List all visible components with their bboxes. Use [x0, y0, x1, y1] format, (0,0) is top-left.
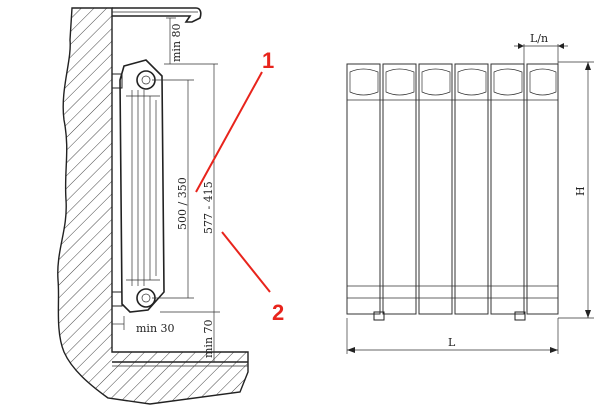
l-label: L [448, 336, 456, 349]
h-label: H [574, 186, 587, 196]
front-view: L/n H L [346, 32, 594, 354]
wall-section [57, 7, 249, 405]
min30-label: min 30 [136, 322, 175, 335]
floor-screed [112, 361, 248, 367]
dim-min80: min 80 [164, 17, 218, 65]
top-collars [347, 68, 558, 101]
dim-500-350: 500 / 350 [152, 79, 194, 299]
radiator-sections [346, 63, 559, 315]
dim-min30: min 30 [112, 316, 175, 335]
top-bracket-icon [111, 73, 123, 89]
dim-min70: min 70 [202, 312, 220, 363]
ln-label: L/n [530, 32, 548, 45]
dim-577-415: 577 - 415 [160, 64, 220, 313]
dim-ln: L/n [514, 32, 568, 64]
dim-h: H [558, 61, 594, 319]
callout-1: 1 [262, 48, 274, 73]
dim-l: L [346, 318, 559, 354]
bottom-bracket-icon [111, 291, 123, 307]
min70-label: min 70 [202, 319, 215, 358]
callout-1-leader [195, 71, 263, 193]
radiator-side-profile [111, 59, 165, 313]
min80-label: min 80 [170, 23, 183, 62]
window-sill [112, 7, 202, 23]
left-foot-icon [373, 311, 385, 321]
h500-label: 500 / 350 [176, 177, 189, 230]
right-foot-icon [514, 311, 526, 321]
callout-2: 2 [272, 300, 284, 325]
h577-label: 577 - 415 [202, 181, 215, 234]
bottom-collars [347, 285, 558, 299]
side-view: min 80 500 / 350 577 - 415 min 30 min 70 [57, 7, 284, 405]
callout-2-leader [221, 231, 271, 293]
